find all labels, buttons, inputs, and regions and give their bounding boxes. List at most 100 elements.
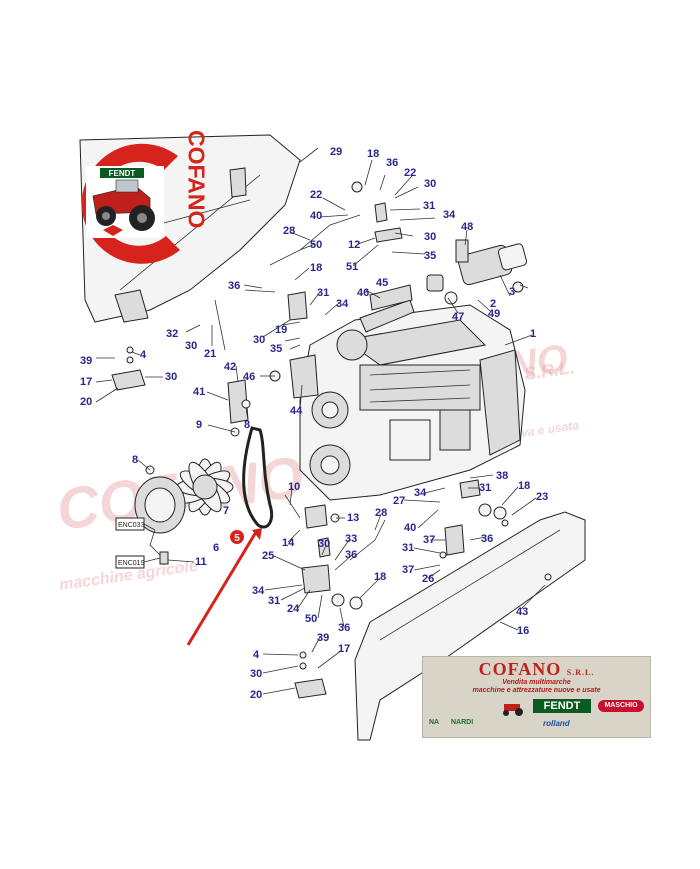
label-31-e: 31	[268, 595, 280, 607]
label-10: 10	[288, 481, 300, 493]
label-29: 29	[330, 146, 342, 158]
part-number-labels: 29 18 36 22 30 22 31 34 40 48 28 30 50 1…	[80, 146, 548, 701]
label-48: 48	[461, 221, 473, 233]
dealer-banner: COFANO S.R.L. Vendita multimarche macchi…	[422, 656, 651, 738]
label-33: 33	[345, 533, 357, 545]
label-7: 7	[223, 505, 229, 517]
label-39-a: 39	[80, 355, 92, 367]
label-13: 13	[347, 512, 359, 524]
label-37-a: 37	[423, 534, 435, 546]
label-4-a: 4	[140, 349, 147, 361]
engine-block	[299, 304, 526, 501]
label-26: 26	[422, 573, 434, 585]
label-27: 27	[393, 495, 405, 507]
label-12: 12	[348, 239, 360, 251]
label-18-b: 18	[310, 262, 322, 274]
label-31-d: 31	[402, 542, 414, 554]
label-3: 3	[509, 286, 515, 298]
label-20-a: 20	[80, 396, 92, 408]
label-46-b: 46	[243, 371, 255, 383]
banner-brand-fendt: FENDT	[533, 699, 591, 713]
label-9: 9	[196, 419, 202, 431]
lower-hood-panel	[354, 511, 586, 741]
label-43: 43	[516, 606, 528, 618]
label-22-a: 22	[404, 167, 416, 179]
cofano-vertical-brand: COFANO	[176, 130, 216, 270]
label-50-b: 50	[305, 613, 317, 625]
label-35-b: 35	[270, 343, 282, 355]
banner-title-text: COFANO	[478, 659, 562, 679]
label-18-a: 18	[367, 148, 379, 160]
label-30-a: 30	[424, 178, 436, 190]
label-41: 41	[193, 386, 205, 398]
label-36-d: 36	[345, 549, 357, 561]
logo-fendt-badge: FENDT	[109, 169, 136, 178]
label-34-a: 34	[443, 209, 456, 221]
label-47: 47	[452, 311, 464, 323]
label-11: 11	[195, 556, 207, 568]
connector-enc033-label: ENC033	[118, 522, 145, 529]
label-34-d: 34	[252, 585, 265, 597]
cooling-fan	[176, 458, 234, 516]
label-21: 21	[204, 348, 216, 360]
banner-line1: Vendita multimarche	[502, 679, 571, 686]
label-38: 38	[496, 470, 508, 482]
banner-brand-maschio: MASCHIO	[598, 700, 644, 712]
banner-brand-nardi: NARDI	[451, 719, 474, 726]
banner-tractor-image	[498, 702, 528, 718]
cofano-vertical-text: COFANO	[183, 130, 210, 229]
label-14: 14	[282, 537, 295, 549]
label-31-c: 31	[479, 482, 491, 494]
label-40-a: 40	[310, 210, 322, 222]
label-31-a: 31	[423, 200, 435, 212]
banner-suffix: S.R.L.	[566, 668, 595, 677]
banner-brand-rolland: rolland	[543, 719, 570, 728]
label-36-a: 36	[386, 157, 398, 169]
label-35-a: 35	[424, 250, 436, 262]
left-mount-lower	[294, 651, 327, 699]
label-34-b: 34	[336, 298, 349, 310]
label-44: 44	[290, 405, 303, 417]
lower-middle-brackets	[145, 427, 552, 610]
banner-line2: macchine e attrezzature nuove e usate	[472, 687, 601, 694]
label-18-c: 18	[518, 480, 530, 492]
starter-motor	[457, 243, 528, 293]
left-mount-upper	[111, 346, 146, 391]
cofano-c-mark: FENDT	[81, 143, 180, 264]
label-17-b: 17	[338, 643, 350, 655]
label-40-b: 40	[404, 522, 416, 534]
label-6: 6	[213, 542, 219, 554]
label-39-b: 39	[317, 632, 329, 644]
label-30-g: 30	[250, 668, 262, 680]
belt-tensioner	[284, 494, 340, 529]
label-37-b: 37	[402, 564, 414, 576]
label-23: 23	[536, 491, 548, 503]
upper-left-brackets	[214, 181, 413, 424]
highlight-label: 5	[234, 533, 240, 544]
label-30-c: 30	[185, 340, 197, 352]
label-16: 16	[517, 625, 529, 637]
banner-title: COFANO S.R.L.	[423, 659, 650, 680]
label-22-b: 22	[310, 189, 322, 201]
label-32: 32	[166, 328, 178, 340]
label-25: 25	[262, 550, 274, 562]
label-42: 42	[224, 361, 236, 373]
label-31-b: 31	[317, 287, 329, 299]
label-18-d: 18	[374, 571, 386, 583]
label-28-b: 28	[375, 507, 387, 519]
label-8-a: 8	[244, 419, 250, 431]
label-49: 49	[488, 308, 500, 320]
label-1: 1	[530, 328, 536, 340]
label-20-b: 20	[250, 689, 262, 701]
starter-bracket-parts	[359, 239, 469, 333]
label-30-e: 30	[165, 371, 177, 383]
label-30-d: 30	[253, 334, 265, 346]
label-30-b: 30	[424, 231, 436, 243]
label-8-b: 8	[132, 454, 138, 466]
banner-tractor-icon	[503, 704, 523, 716]
label-46-a: 46	[357, 287, 369, 299]
label-24: 24	[287, 603, 300, 615]
label-51: 51	[346, 261, 358, 273]
label-36-c: 36	[481, 533, 493, 545]
